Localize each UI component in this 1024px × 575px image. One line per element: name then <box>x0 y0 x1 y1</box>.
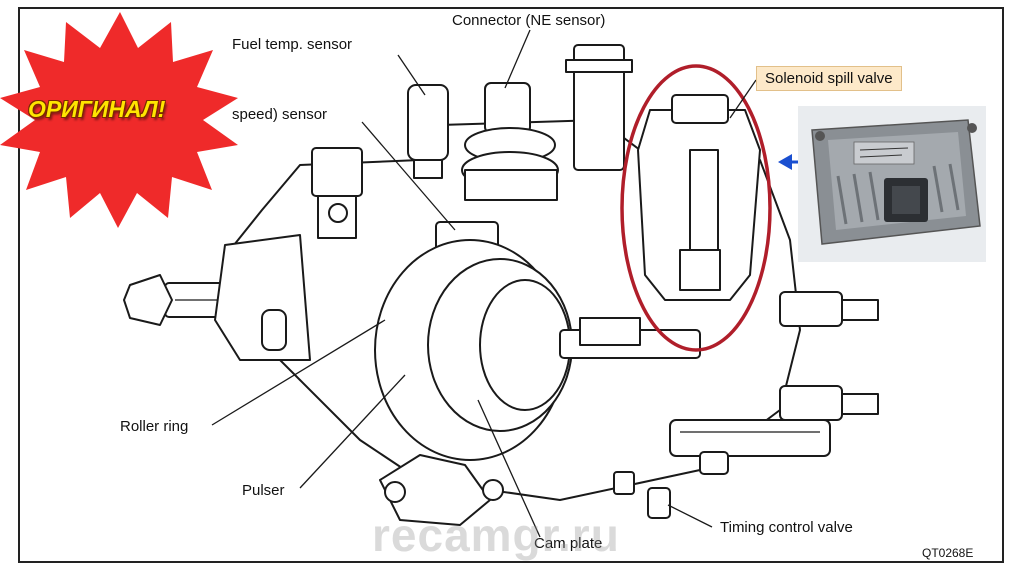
top-left-fitting <box>311 147 363 197</box>
leader-roller <box>211 319 386 426</box>
timing-control-valve <box>647 487 671 519</box>
label-pulser: Pulser <box>242 482 285 499</box>
leader-fuel-temp <box>397 54 426 96</box>
connector-tower <box>573 44 625 171</box>
timer-piston <box>669 419 831 457</box>
ecu-photo <box>798 106 986 262</box>
label-timing-control-valve: Timing control valve <box>720 519 853 536</box>
badge-starburst <box>0 12 238 228</box>
diagram-frame <box>18 7 1004 563</box>
label-connector-ne: Connector (NE sensor) <box>452 12 606 29</box>
leader-pulser <box>299 374 406 489</box>
label-speed-sensor: speed) sensor <box>232 106 328 123</box>
figure-code: QT0268E <box>922 546 974 560</box>
shaft-nut <box>123 274 173 326</box>
cam-plate-disc <box>479 279 571 411</box>
label-fuel-temp-sensor: Fuel temp. sensor <box>232 36 353 53</box>
leader-timing <box>667 504 713 528</box>
label-roller-ring: Roller ring <box>120 418 189 435</box>
leader-solenoid <box>729 79 757 119</box>
leader-ne <box>504 29 531 89</box>
solenoid-highlight-ellipse <box>620 64 772 352</box>
ne-connector <box>484 82 531 134</box>
watermark: recamgr.ru <box>372 509 620 561</box>
label-solenoid-spill-valve: Solenoid spill valve <box>756 66 902 91</box>
delivery-valve-lower <box>779 385 843 421</box>
label-cam-plate: Cam plate <box>534 535 603 552</box>
badge-label: ОРИГИНАЛ! <box>28 96 166 122</box>
leader-speed <box>361 121 456 231</box>
delivery-valve-upper <box>779 291 843 327</box>
leader-cam <box>477 399 541 538</box>
fuel-temp-sensor <box>407 84 449 161</box>
